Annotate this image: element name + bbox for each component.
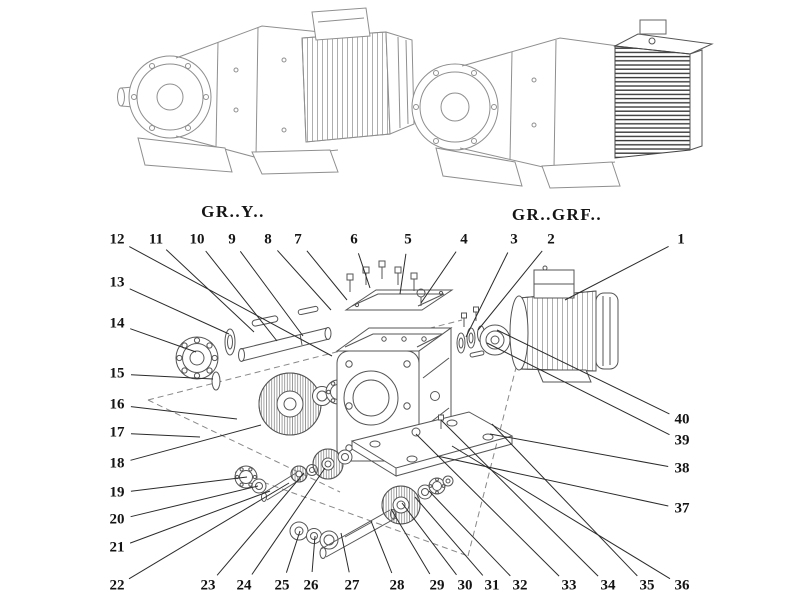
exploded-view (147, 260, 619, 559)
part-number-16: 16 (109, 396, 125, 413)
part-number-4: 4 (460, 231, 468, 248)
part-number-37: 37 (674, 500, 690, 517)
part-number-6: 6 (350, 231, 358, 248)
part-number-31: 31 (484, 577, 500, 594)
bearing-flange (175, 336, 219, 380)
part-number-34: 34 (600, 577, 616, 594)
part-number-20: 20 (109, 511, 125, 528)
part-number-39: 39 (674, 432, 690, 449)
part-number-5: 5 (404, 231, 412, 248)
part-number-9: 9 (228, 231, 236, 248)
housing-cover (344, 289, 454, 311)
part-number-28: 28 (389, 577, 405, 594)
part-number-27: 27 (344, 577, 360, 594)
part-number-30: 30 (457, 577, 473, 594)
assembled-view-gr-grf (411, 19, 714, 189)
output-shaft-cluster (289, 475, 454, 559)
model-label-gr-grf: GR..GRF.. (511, 205, 603, 224)
motor (509, 265, 619, 383)
part-number-3: 3 (510, 231, 518, 248)
part-number-33: 33 (561, 577, 577, 594)
part-number-22: 22 (109, 577, 125, 594)
part-number-38: 38 (674, 460, 690, 477)
part-number-24: 24 (236, 577, 252, 594)
part-number-19: 19 (109, 484, 125, 501)
part-number-25: 25 (274, 577, 290, 594)
part-number-1: 1 (677, 231, 685, 248)
part-number-15: 15 (109, 365, 125, 382)
motor-side-small-parts (456, 306, 511, 358)
part-number-10: 10 (189, 231, 205, 248)
part-number-2: 2 (547, 231, 555, 248)
model-label-gr-y: GR..Y.. (201, 202, 265, 221)
part-number-35: 35 (639, 577, 655, 594)
part-number-13: 13 (109, 274, 125, 291)
part-number-26: 26 (303, 577, 319, 594)
part-number-8: 8 (264, 231, 272, 248)
part-number-11: 11 (148, 231, 164, 248)
intermediate-pinion-cluster (234, 448, 353, 502)
part-number-23: 23 (200, 577, 216, 594)
part-number-29: 29 (429, 577, 445, 594)
part-number-21: 21 (109, 539, 125, 556)
large-gear (258, 372, 322, 436)
part-number-12: 12 (109, 231, 125, 248)
part-number-14: 14 (109, 315, 125, 332)
input-shaft (238, 305, 332, 362)
part-number-17: 17 (109, 424, 125, 441)
part-number-7: 7 (294, 231, 302, 248)
part-number-36: 36 (674, 577, 690, 594)
part-number-32: 32 (512, 577, 528, 594)
part-number-40: 40 (674, 411, 690, 428)
part-number-18: 18 (109, 455, 125, 472)
assembled-view-gr-y (117, 7, 415, 175)
